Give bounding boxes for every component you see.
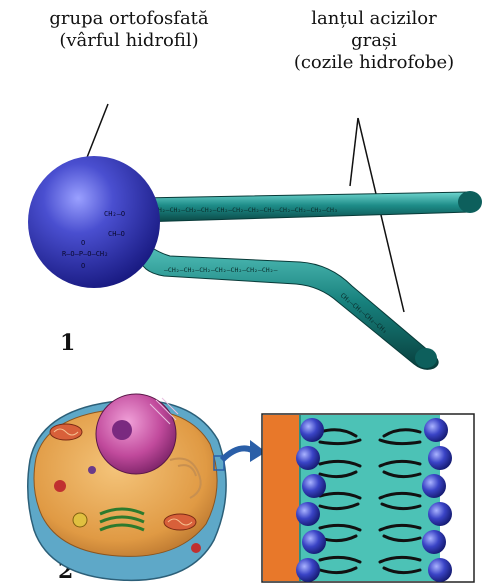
svg-text:—CH₂—CH₂—CH₂—CH₂—CH₂—CH₂—CH₂—: —CH₂—CH₂—CH₂—CH₂—CH₂—CH₂—CH₂— xyxy=(164,266,278,274)
formula-o-bottom: O xyxy=(81,262,85,270)
formula-o-top: O xyxy=(81,239,85,247)
head-leader-line xyxy=(86,104,108,160)
tail-leader-line-1 xyxy=(350,118,358,186)
membrane-closeup xyxy=(262,414,474,582)
formula-row-2: CH–O xyxy=(108,230,125,238)
upper-fatty-acid-tail: —CH₂—CH₂—CH₂—CH₂—CH₂—CH₂—CH₂—CH₂—CH₂—CH₂… xyxy=(140,191,482,222)
cell-nucleus xyxy=(96,394,176,474)
lower-fatty-acid-tail: —CH₂—CH₂—CH₂—CH₂—CH₂—CH₂—CH₂— CH₂—CH₂—CH… xyxy=(140,236,438,369)
svg-text:—CH₂—CH₂—CH₂—CH₂—CH₂—CH₂—CH₂—C: —CH₂—CH₂—CH₂—CH₂—CH₂—CH₂—CH₂—CH₂—CH₂—CH₂… xyxy=(150,206,338,214)
hydrophilic-head-sphere xyxy=(28,156,160,288)
formula-row-1: CH₂–O xyxy=(104,210,125,218)
formula-row-3: R–O–P–O–CH₂ xyxy=(62,250,108,258)
cell-illustration xyxy=(28,394,226,580)
